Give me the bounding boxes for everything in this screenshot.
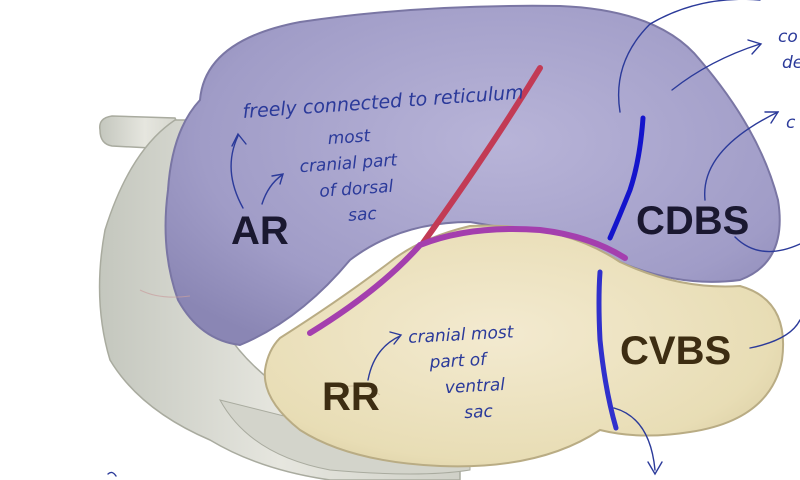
label-ar: AR xyxy=(231,209,289,253)
note-edge-co: co xyxy=(778,27,798,47)
svg-text:part of: part of xyxy=(428,350,490,373)
arrow-cdbs-right xyxy=(734,236,800,253)
arrow-cvbs-right xyxy=(749,319,800,349)
arrow-co xyxy=(671,43,761,91)
arrow-freely xyxy=(230,135,244,209)
arrow-rr-note xyxy=(367,335,401,381)
label-cvbs: CVBS xyxy=(620,329,731,373)
purple-groove-line xyxy=(307,226,628,336)
svg-text:sac: sac xyxy=(464,402,494,424)
svg-text:sac: sac xyxy=(347,204,378,226)
note-edge-de: de xyxy=(782,53,800,73)
svg-text:most: most xyxy=(327,126,372,149)
red-groove-line xyxy=(420,65,543,246)
arrow-ar-note xyxy=(261,174,283,205)
arrow-c xyxy=(704,111,779,201)
arrow-edge-top xyxy=(617,0,761,113)
arrow-bottom xyxy=(613,407,656,471)
blue-line-ventral xyxy=(596,269,619,431)
ventral-sac-shape xyxy=(263,224,784,468)
label-rr: RR xyxy=(322,375,380,419)
label-cdbs: CDBS xyxy=(636,199,749,243)
blue-line-dorsal xyxy=(607,115,646,241)
note-edge-c: c xyxy=(786,113,796,133)
svg-text:ventral: ventral xyxy=(444,375,505,398)
